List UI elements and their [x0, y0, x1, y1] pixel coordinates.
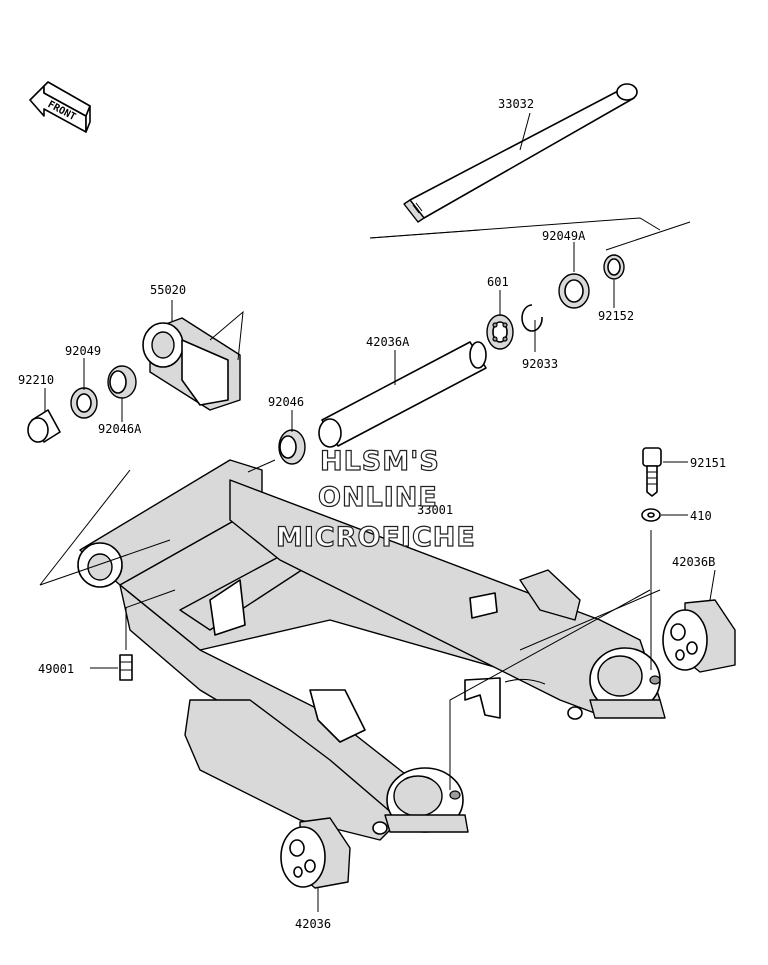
bolt-and-washer	[641, 447, 688, 670]
collar-42036a	[318, 341, 487, 448]
adjuster-right	[662, 569, 736, 673]
label-92152: 92152	[598, 309, 634, 323]
label-49001: 49001	[38, 662, 74, 676]
bearing-set-right	[486, 221, 691, 352]
label-42036a: 42036A	[366, 335, 410, 349]
label-33001: 33001	[417, 503, 453, 517]
label-92049: 92049	[65, 344, 101, 358]
label-42036: 42036	[295, 917, 331, 931]
bearing-set-left	[27, 358, 137, 443]
needle-bearing	[278, 410, 306, 465]
label-42036b: 42036B	[672, 555, 715, 569]
label-410: 410	[690, 509, 712, 523]
label-92151: 92151	[690, 456, 726, 470]
label-92049a: 92049A	[542, 229, 586, 243]
label-601: 601	[487, 275, 509, 289]
pivot-shaft	[369, 83, 661, 239]
label-92046: 92046	[268, 395, 304, 409]
swingarm	[39, 459, 666, 841]
label-92210: 92210	[18, 373, 54, 387]
label-92033: 92033	[522, 357, 558, 371]
watermark-line1: HLSM'S	[320, 446, 440, 477]
watermark-line3: MICROFICHE	[276, 522, 476, 553]
front-arrow-icon: FRONT	[29, 81, 91, 133]
watermark-line2: ONLINE	[318, 482, 438, 513]
label-92046a: 92046A	[98, 422, 142, 436]
label-55020: 55020	[150, 283, 186, 297]
adjuster-left	[280, 817, 351, 912]
chain-guide	[142, 300, 244, 411]
label-33032: 33032	[498, 97, 534, 111]
